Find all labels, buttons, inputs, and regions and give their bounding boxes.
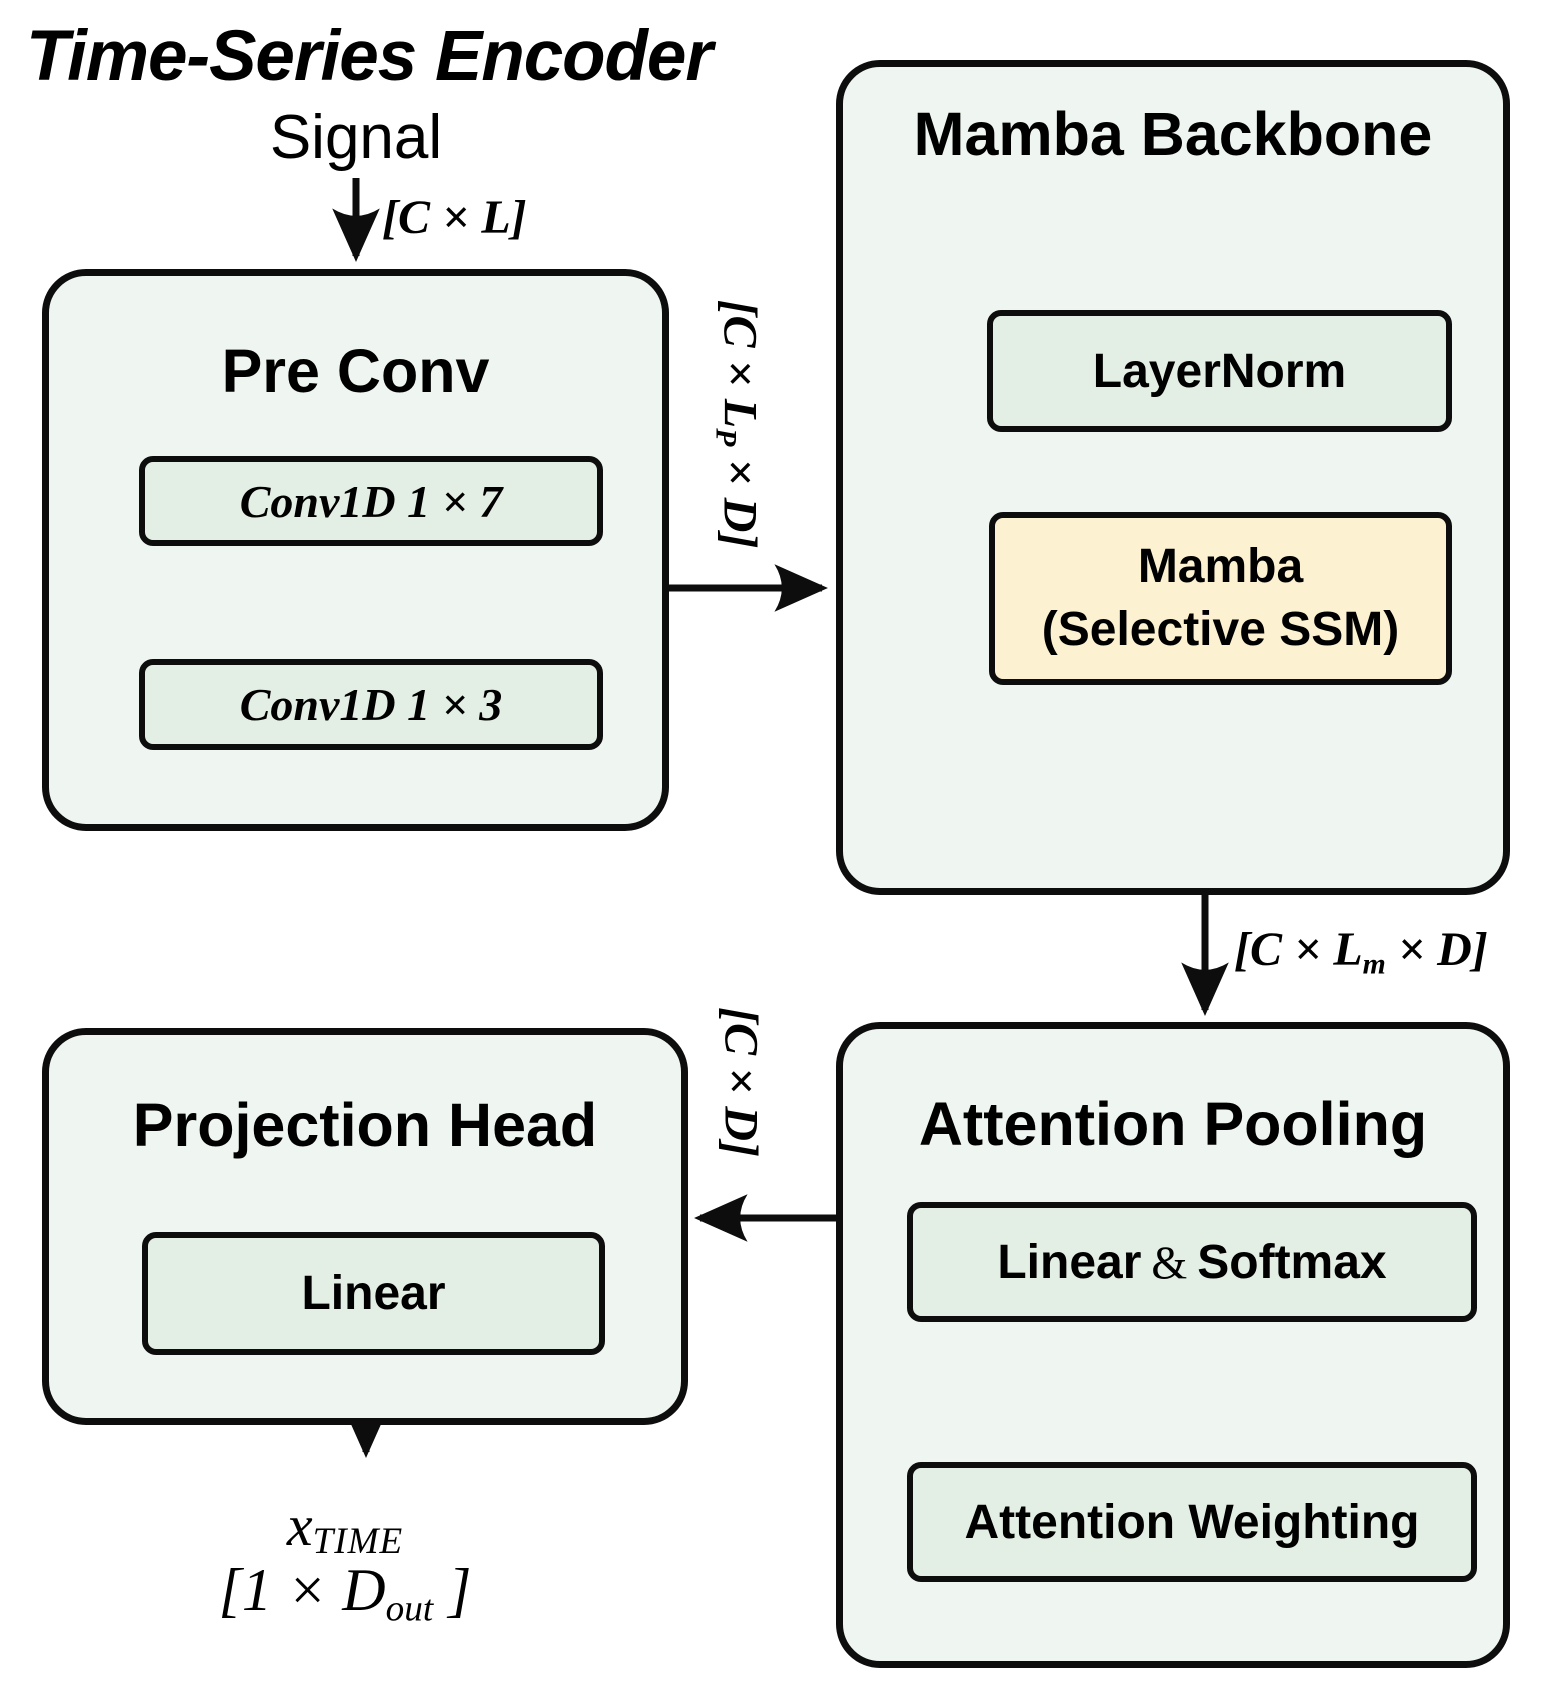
conv1d-1x7-node: Conv1D 1 × 7 — [139, 456, 603, 546]
attention-weighting-node: Attention Weighting — [907, 1462, 1477, 1582]
dim-label-mamba-output: [C × Lm × D] — [1234, 923, 1488, 981]
conv1d-1x3-node: Conv1D 1 × 3 — [139, 659, 603, 750]
projection-head-title: Projection Head — [132, 1091, 598, 1159]
dim-label-input: [C × L] — [382, 191, 527, 244]
dim-label-preconv-output: [C × LP × D] — [709, 299, 767, 549]
layernorm-node: LayerNorm — [987, 310, 1452, 432]
mamba-selective-ssm-node: Mamba (Selective SSM) — [989, 512, 1452, 685]
signal-input-label: Signal — [269, 103, 443, 172]
mamba-backbone-title: Mamba Backbone — [913, 100, 1433, 168]
mamba-node-label: Mamba (Selective SSM) — [1041, 540, 1400, 656]
attention-pooling-title: Attention Pooling — [918, 1090, 1428, 1158]
page-title: Time-Series Encoder — [26, 17, 713, 96]
output-dim-label: [1 × Dout ] — [218, 1557, 472, 1630]
linear-node: Linear — [142, 1232, 605, 1355]
pre-conv-panel: Pre Conv Conv1D 1 × 7 Conv1D 1 × 3 — [42, 269, 669, 831]
pre-conv-title: Pre Conv — [221, 337, 490, 405]
dim-label-pooled: [C × D] — [714, 1007, 768, 1157]
attention-pooling-panel: Attention Pooling Linear&Softmax Attenti… — [836, 1022, 1510, 1668]
projection-head-panel: Projection Head Linear — [42, 1028, 688, 1425]
mamba-backbone-panel: Mamba Backbone LayerNorm Mamba (Selectiv… — [836, 60, 1510, 895]
linear-softmax-node: Linear&Softmax — [907, 1202, 1477, 1322]
ampersand: & — [1151, 1236, 1188, 1288]
output-variable-label: xTIME — [286, 1493, 404, 1563]
